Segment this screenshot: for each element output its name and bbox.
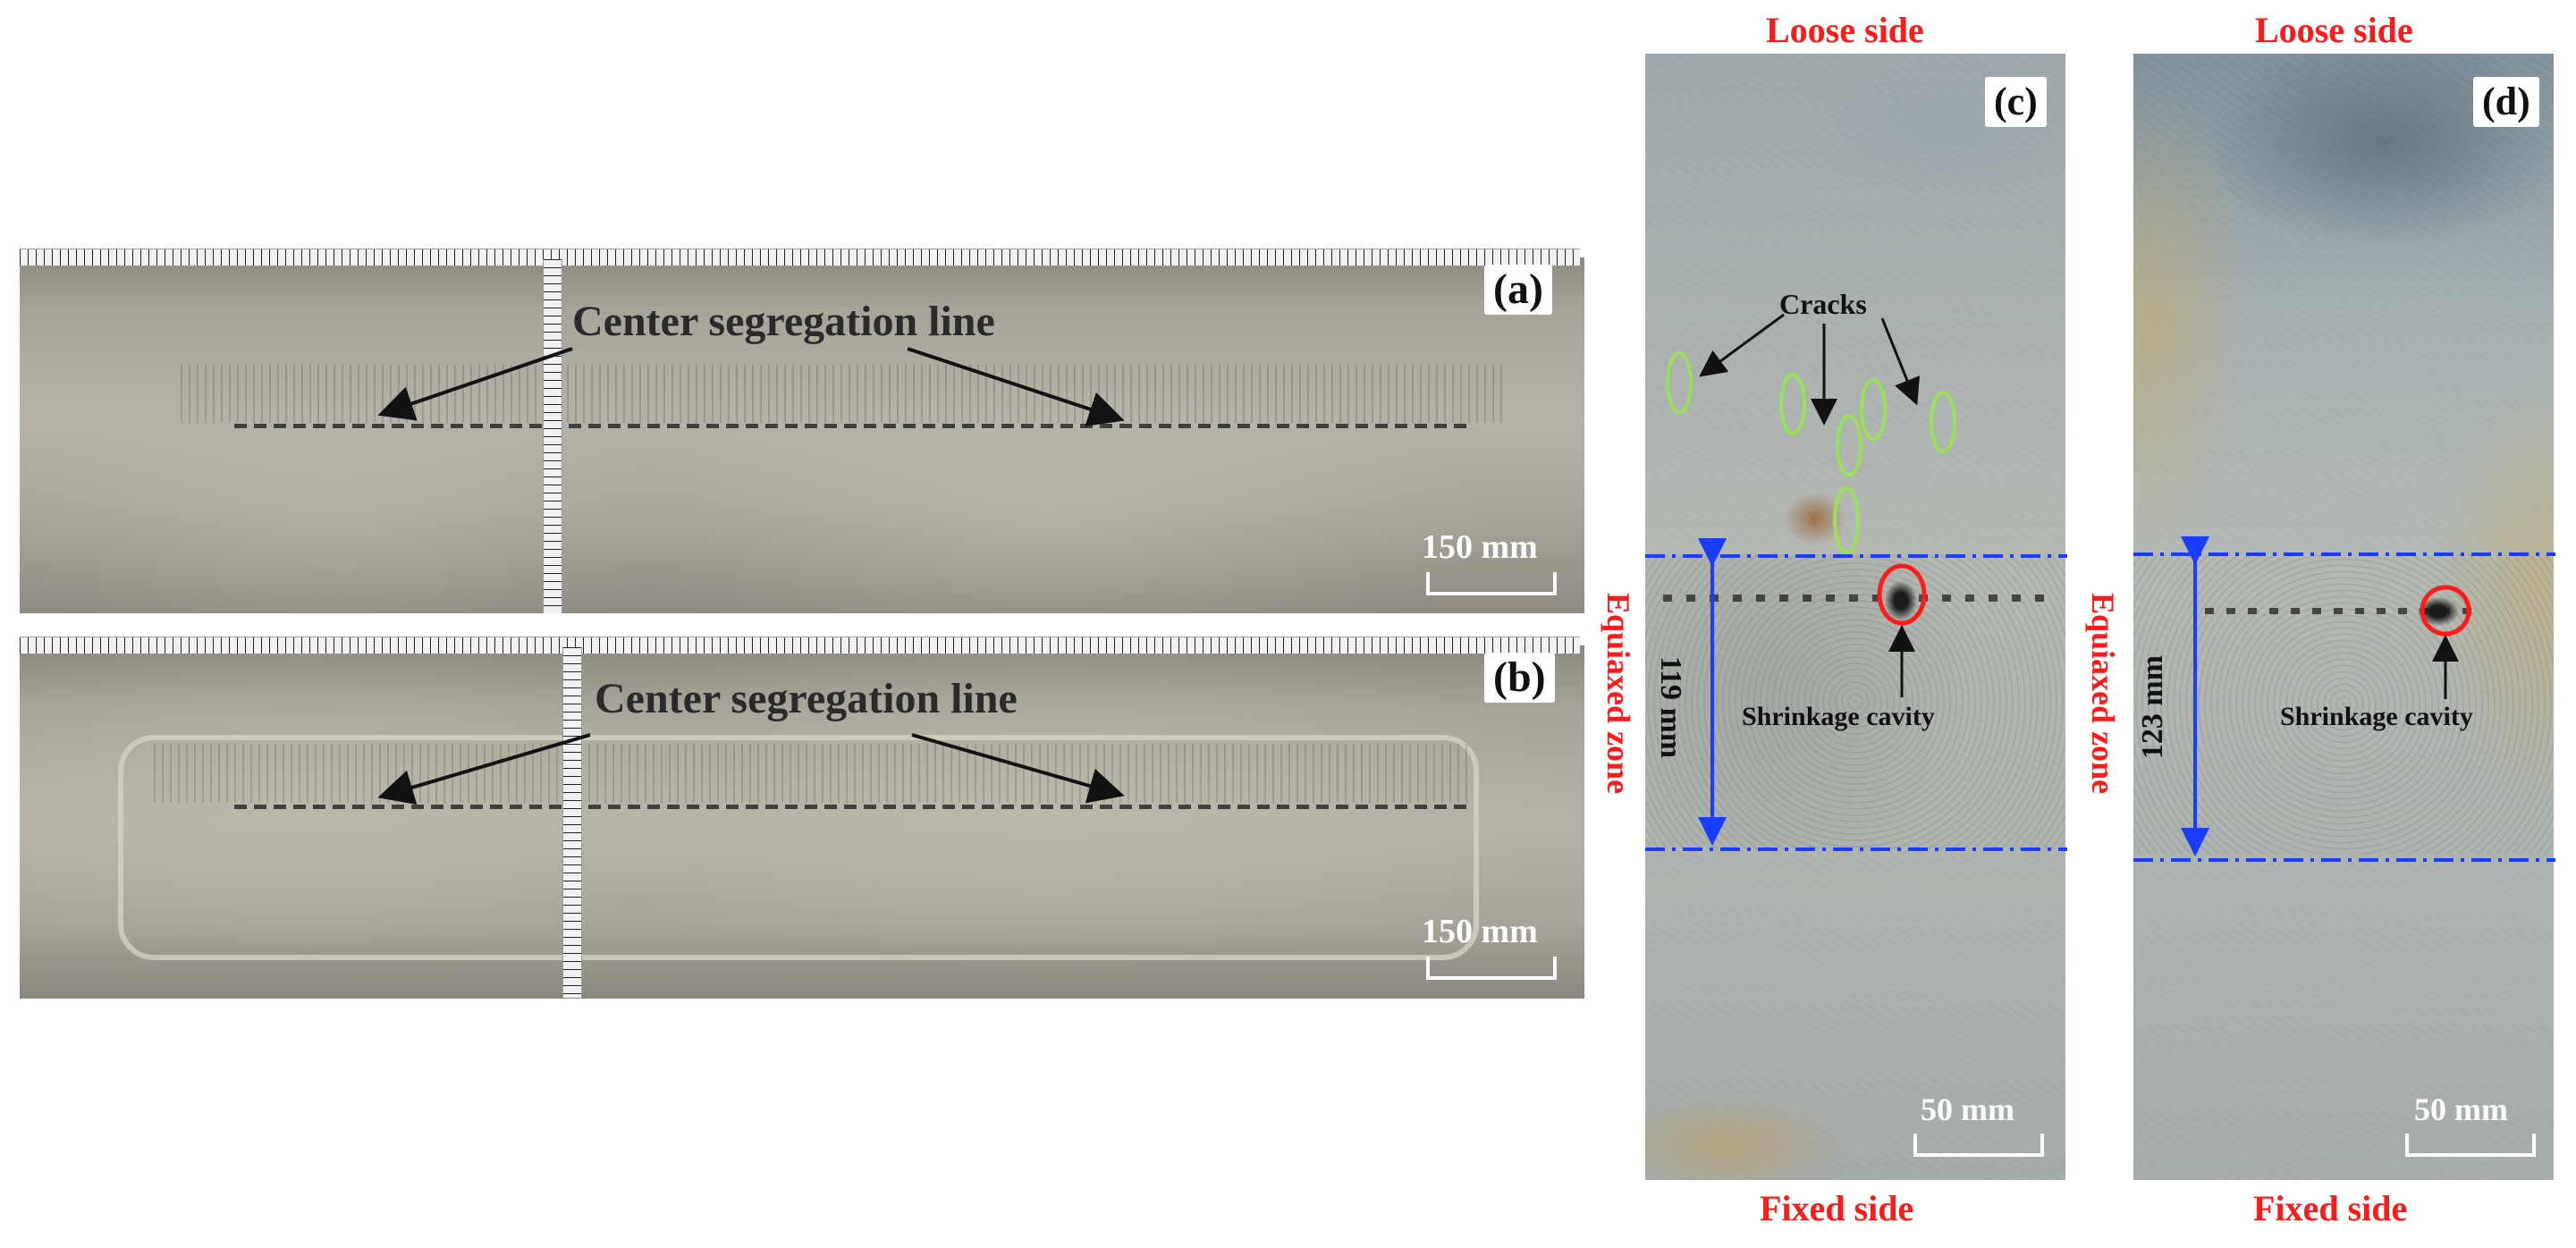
panel-letter-b: (b) xyxy=(1484,653,1555,703)
bottom-label-c: Fixed side xyxy=(1760,1188,1914,1228)
scale-label-d: 50 mm xyxy=(2414,1092,2508,1127)
segregation-streak-b xyxy=(234,805,1468,809)
scale-label-a: 150 mm xyxy=(1422,528,1538,566)
crack-marker-3 xyxy=(1836,414,1862,476)
cross-section-photo-d xyxy=(2133,54,2554,1180)
scale-label-c: 50 mm xyxy=(1921,1092,2014,1127)
cavity-band-d xyxy=(2205,608,2473,614)
crack-marker-6 xyxy=(1833,486,1860,554)
crack-marker-1 xyxy=(1666,351,1693,414)
ruler-vertical-a xyxy=(543,259,562,613)
crack-arrow-3 xyxy=(1880,317,1920,406)
segregation-label-b: Center segregation line xyxy=(595,675,1018,722)
panel-letter-c: (c) xyxy=(1985,77,2047,127)
panel-letter-d: (d) xyxy=(2473,77,2539,127)
bottom-label-d: Fixed side xyxy=(2253,1188,2408,1228)
cavity-spot-c xyxy=(1885,581,1917,620)
arrow-right-b xyxy=(911,733,1125,804)
scale-label-b: 150 mm xyxy=(1422,913,1538,950)
ruler-vertical-b xyxy=(562,647,582,998)
ruler-horizontal-b xyxy=(20,637,1580,654)
scale-bar-a xyxy=(1426,572,1557,595)
ruler-horizontal-a xyxy=(20,249,1580,266)
crack-marker-5 xyxy=(1930,391,1956,453)
segregation-label-a: Center segregation line xyxy=(572,298,995,345)
crack-marker-4 xyxy=(1860,378,1887,441)
cavity-label-d: Shrinkage cavity xyxy=(2280,702,2473,731)
segregation-streak-a xyxy=(234,424,1468,428)
cracks-label-c: Cracks xyxy=(1779,288,1867,320)
crack-arrow-1 xyxy=(1699,313,1785,377)
slab-photo-a xyxy=(20,257,1584,613)
scale-bar-d xyxy=(2405,1134,2536,1157)
slab-photo-b xyxy=(20,645,1584,999)
top-label-d: Loose side xyxy=(2255,10,2413,50)
crack-marker-2 xyxy=(1779,373,1806,435)
scale-bar-b xyxy=(1426,957,1557,980)
arrow-left-b xyxy=(377,733,591,805)
top-label-c: Loose side xyxy=(1766,10,1924,50)
dendrite-band-b xyxy=(154,744,1468,803)
scale-bar-c xyxy=(1913,1134,2044,1157)
columnar-boundary-b xyxy=(118,735,1479,960)
cavity-label-c: Shrinkage cavity xyxy=(1742,702,1935,731)
cavity-marker-d xyxy=(2420,585,2471,637)
arrow-left-a xyxy=(377,347,573,421)
panel-letter-a: (a) xyxy=(1484,265,1552,315)
cavity-marker-c xyxy=(1877,563,1927,626)
cavity-band-c xyxy=(1663,594,2048,602)
arrow-right-a xyxy=(907,347,1125,426)
